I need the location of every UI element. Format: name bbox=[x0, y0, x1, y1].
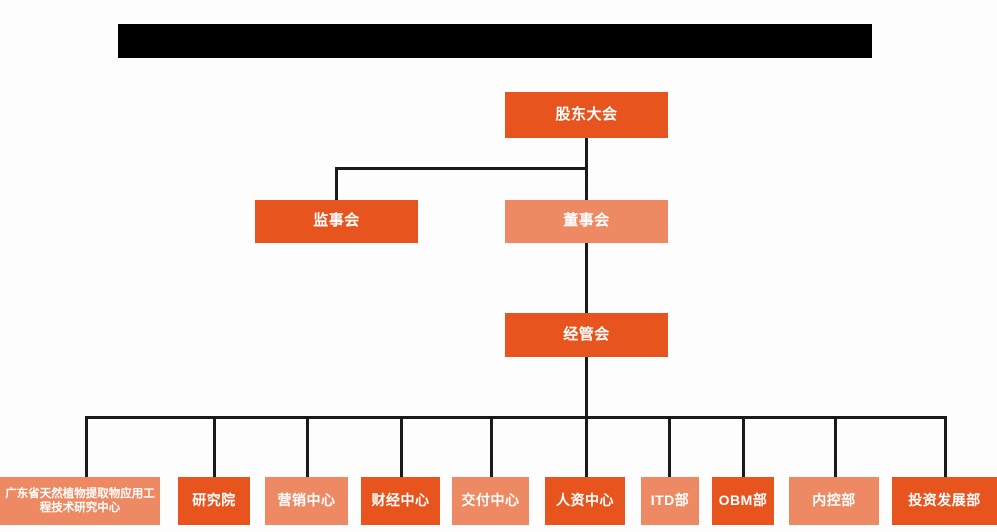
connector-drop-dept-1 bbox=[85, 416, 88, 477]
connector-drop-dept-7 bbox=[668, 416, 671, 477]
org-node-shareholders-meeting[interactable]: 股东大会 bbox=[505, 92, 668, 138]
connector-drop-dept-9 bbox=[834, 416, 837, 477]
org-node-obm-department[interactable]: OBM部 bbox=[712, 477, 774, 525]
connector-management-stem bbox=[585, 357, 588, 418]
org-node-internal-control-department[interactable]: 内控部 bbox=[789, 477, 879, 525]
connector-drop-dept-6 bbox=[585, 416, 588, 477]
org-node-itd-department[interactable]: ITD部 bbox=[641, 477, 699, 525]
org-node-guangdong-plant-extract-research-center[interactable]: 广东省天然植物提取物应用工程技术研究中心 bbox=[0, 477, 160, 525]
connector-level4-bus bbox=[85, 416, 946, 419]
org-node-investment-development-department[interactable]: 投资发展部 bbox=[892, 477, 997, 525]
connector-drop-dept-4 bbox=[400, 416, 403, 477]
redacted-title-bar bbox=[118, 24, 872, 58]
org-node-finance-center[interactable]: 财经中心 bbox=[361, 477, 440, 525]
org-node-board-of-supervisors[interactable]: 监事会 bbox=[255, 200, 418, 243]
org-node-marketing-center[interactable]: 营销中心 bbox=[265, 477, 348, 525]
connector-to-supervisors bbox=[335, 167, 338, 201]
connector-root-stem bbox=[585, 138, 588, 170]
org-node-board-of-directors[interactable]: 董事会 bbox=[505, 200, 668, 243]
connector-drop-dept-10 bbox=[944, 416, 947, 477]
org-node-delivery-center[interactable]: 交付中心 bbox=[452, 477, 529, 525]
connector-directors-to-management bbox=[585, 243, 588, 313]
connector-drop-dept-3 bbox=[306, 416, 309, 477]
connector-to-directors bbox=[585, 167, 588, 201]
org-node-management-committee[interactable]: 经管会 bbox=[505, 313, 668, 357]
connector-level2-bus bbox=[335, 167, 587, 170]
connector-drop-dept-5 bbox=[490, 416, 493, 477]
connector-drop-dept-8 bbox=[742, 416, 745, 477]
org-node-research-institute[interactable]: 研究院 bbox=[178, 477, 250, 525]
connector-drop-dept-2 bbox=[213, 416, 216, 477]
org-node-human-resources-center[interactable]: 人资中心 bbox=[545, 477, 625, 525]
